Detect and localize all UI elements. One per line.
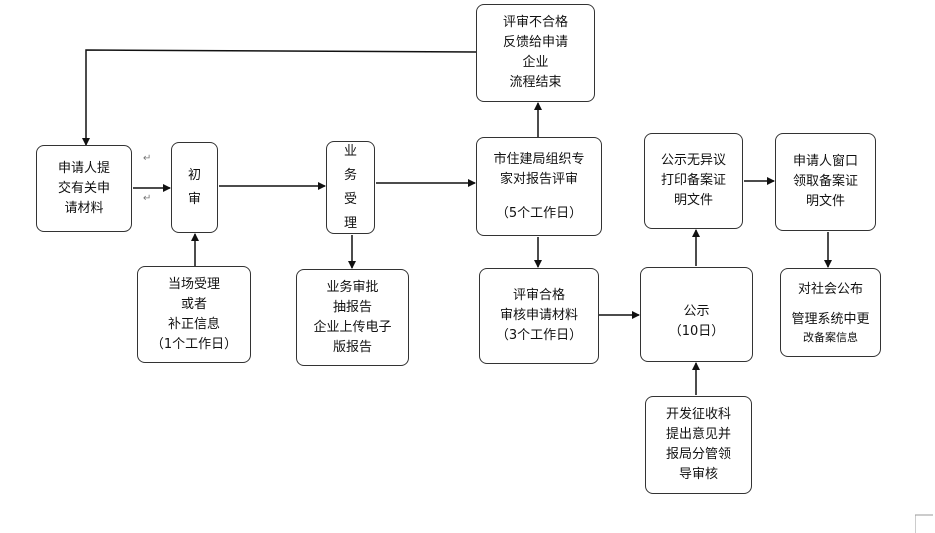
box-apply: 申请人提 交有关申 请材料 xyxy=(36,145,132,232)
box-acceptance: 业 务 受 理 xyxy=(326,141,375,234)
para-mark: ↵ xyxy=(143,193,152,204)
box-expert-review: 市住建局组织专 家对报告评审 （5个工作日） xyxy=(476,137,602,236)
para-mark: ↵ xyxy=(143,153,152,164)
page-corner-mark xyxy=(915,514,933,533)
box-reject: 评审不合格 反馈给申请 企业 流程结束 xyxy=(476,4,595,102)
arrow-reject-to-apply xyxy=(82,49,477,146)
box-dev-dept: 开发征收科 提出意见并 报局分管领 导审核 xyxy=(645,396,752,494)
box-collect: 申请人窗口 领取备案证 明文件 xyxy=(775,133,876,231)
box-review-pass: 评审合格 审核申请材料 （3个工作日） xyxy=(479,268,599,364)
box-onsite: 当场受理 或者 补正信息 （1个工作日） xyxy=(137,266,251,363)
box-approve: 业务审批 抽报告 企业上传电子 版报告 xyxy=(296,269,409,366)
box-no-dissent: 公示无异议 打印备案证 明文件 xyxy=(644,133,743,229)
box-announce: 对社会公布 管理系统中更 改备案信息 xyxy=(780,268,881,357)
box-publicity: 公示 （10日） xyxy=(640,267,753,362)
box-initial-review: 初 审 xyxy=(171,142,218,233)
